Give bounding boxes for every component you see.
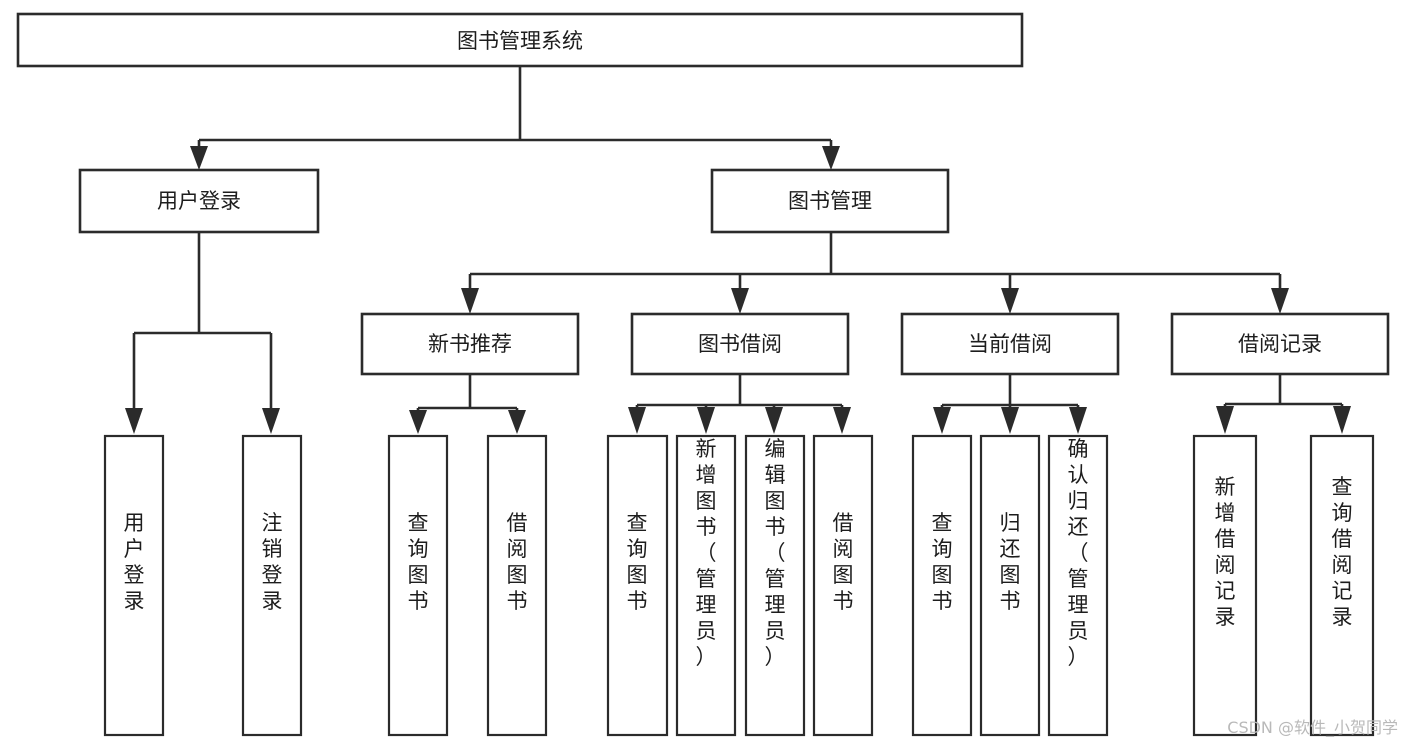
leaf-logout[interactable]: 注销登录 [241,434,303,737]
node-new-book-recommend[interactable]: 新书推荐 [360,312,580,376]
leaf-query-book-borrow[interactable]: 查询图书 [606,434,669,737]
leaf-borrow-book-borrow-label: 借阅图书 [833,511,854,613]
arrow-head-leaf-query-record [1333,406,1351,434]
node-user-login[interactable]: 用户登录 [78,168,320,234]
node-borrow-record[interactable]: 借阅记录 [1170,312,1390,376]
leaf-add-book-admin-label: 新增图书（管理员） [696,437,717,669]
arrow-head-current-borrow [1001,288,1019,314]
node-user-login-box [78,168,320,234]
leaf-return-book[interactable]: 归还图书 [979,434,1041,737]
leaf-logout-label: 注销登录 [262,511,283,613]
leaf-user-login-box [103,434,165,737]
node-book-management[interactable]: 图书管理 [710,168,950,234]
leaf-borrow-book-borrow[interactable]: 借阅图书 [812,434,874,737]
leaf-return-book-box [979,434,1041,737]
leaf-borrow-book-recommend[interactable]: 借阅图书 [486,434,548,737]
node-current-borrow-label: 当前借阅 [968,332,1052,356]
arrow-head-new-book-recommend [461,288,479,314]
leaf-add-borrow-record[interactable]: 新增借阅记录 [1192,434,1258,737]
arrow-head-leaf-add-record [1216,406,1234,434]
arrow-head-to-user-login [190,146,208,170]
leaf-query-borrow-record[interactable]: 查询借阅记录 [1309,434,1375,737]
leaf-query-book-recommend[interactable]: 查询图书 [387,434,449,737]
arrow-head-borrow-record [1271,288,1289,314]
node-user-login-label: 用户登录 [157,189,241,213]
node-borrow-record-label: 借阅记录 [1238,332,1322,356]
node-book-management-box [710,168,950,234]
leaf-query-book-current[interactable]: 查询图书 [911,434,973,737]
leaf-query-book-current-label: 查询图书 [932,511,953,613]
arrow-head-leaf-confirm-return [1069,407,1087,434]
csdn-watermark: CSDN @软件_小贺同学 [1227,718,1398,738]
connector-group-bookmanage-to-level3 [461,232,1289,314]
leaf-add-book-admin-box [675,434,737,737]
node-new-book-recommend-label: 新书推荐 [428,332,512,356]
node-current-borrow-box [900,312,1120,376]
arrow-head-book-borrow [731,288,749,314]
arrow-head-leaf-borrow-book-1 [508,410,526,434]
leaf-query-book-borrow-label: 查询图书 [627,511,648,613]
connector-group-borrowrecord-to-leaves [1216,374,1351,434]
arrow-head-leaf-edit-book [765,407,783,434]
leaf-query-book-recommend-box [387,434,449,737]
leaf-edit-book-admin-box [744,434,806,737]
node-root-book-management-system[interactable]: 图书管理系统 [16,12,1024,68]
leaf-query-borrow-record-box [1309,434,1375,737]
connector-group-newbook-to-leaves [409,374,526,434]
leaf-confirm-return-admin[interactable]: 确认归还（管理员） [1047,434,1109,737]
arrow-head-to-book-manage [822,146,840,170]
connector-group-root-to-level2 [190,66,840,170]
node-root-box [16,12,1024,68]
leaf-confirm-return-admin-box [1047,434,1109,737]
leaf-add-borrow-record-box [1192,434,1258,737]
arrow-head-leaf-query-book-2 [628,407,646,434]
node-book-borrow[interactable]: 图书借阅 [630,312,850,376]
connector-group-userlogin-to-leaves [125,232,280,434]
connector-group-currentborrow-to-leaves [933,374,1087,434]
leaf-query-book-current-box [911,434,973,737]
leaf-user-login[interactable]: 用户登录 [103,434,165,737]
node-current-borrow[interactable]: 当前借阅 [900,312,1120,376]
leaf-query-borrow-record-label: 查询借阅记录 [1332,475,1353,629]
node-book-management-label: 图书管理 [788,189,872,213]
leaf-borrow-book-recommend-label: 借阅图书 [507,511,528,613]
node-root-label: 图书管理系统 [457,29,583,53]
leaf-query-book-recommend-label: 查询图书 [408,511,429,613]
leaf-borrow-book-recommend-box [486,434,548,737]
node-borrow-record-box [1170,312,1390,376]
leaf-confirm-return-admin-label: 确认归还（管理员） [1068,437,1089,669]
arrow-head-leaf-user-login [125,408,143,434]
node-new-book-recommend-box [360,312,580,376]
leaf-edit-book-admin[interactable]: 编辑图书（管理员） [744,434,806,737]
arrow-head-leaf-return-book [1001,407,1019,434]
leaf-edit-book-admin-label: 编辑图书（管理员） [765,437,786,669]
leaf-user-login-label: 用户登录 [124,511,145,613]
leaf-logout-box [241,434,303,737]
leaf-query-book-borrow-box [606,434,669,737]
connector-group-bookborrow-to-leaves [628,374,851,434]
arrow-head-leaf-query-book-1 [409,410,427,434]
node-book-borrow-label: 图书借阅 [698,332,782,356]
arrow-head-leaf-query-book-3 [933,407,951,434]
arrow-head-leaf-logout [262,408,280,434]
leaf-add-book-admin[interactable]: 新增图书（管理员） [675,434,737,737]
arrow-head-leaf-add-book [697,407,715,434]
node-book-borrow-box [630,312,850,376]
leaf-return-book-label: 归还图书 [1000,511,1021,613]
leaf-add-borrow-record-label: 新增借阅记录 [1215,475,1236,629]
arrow-head-leaf-borrow-book-2 [833,407,851,434]
leaf-borrow-book-borrow-box [812,434,874,737]
